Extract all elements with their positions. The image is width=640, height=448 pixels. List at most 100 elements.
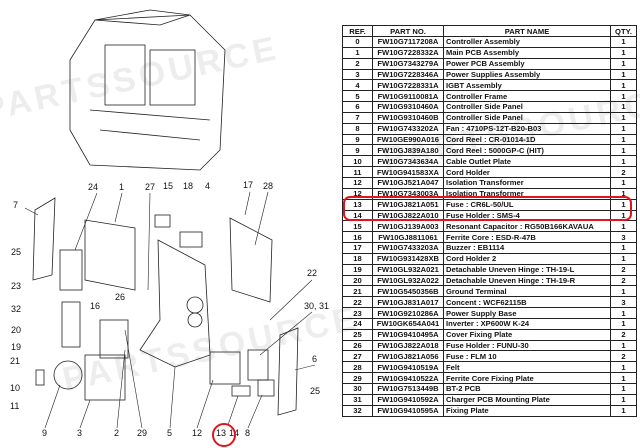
cell-qty: 1 <box>610 242 637 254</box>
callout-label: 25 <box>11 247 22 257</box>
cell-ref: 18 <box>342 252 373 265</box>
cell-qty: 1 <box>610 220 637 233</box>
cell-part-name: Fan : 4710PS-12T-B20-B03 <box>443 122 611 135</box>
side-panel-7 <box>32 197 56 281</box>
cell-ref: 9 <box>342 133 373 146</box>
cell-part-name: Power Supply Base <box>443 307 611 319</box>
cord-reel-9 <box>53 360 83 390</box>
cell-ref: 0 <box>342 36 373 48</box>
cell-qty: 1 <box>610 46 637 59</box>
cell-qty: 2 <box>610 328 637 341</box>
cell-qty: 1 <box>610 393 637 406</box>
cell-part-no: FW10G5450356B <box>372 285 444 298</box>
cell-part-no: FW10G7117208A <box>372 36 444 48</box>
cell-ref: 19 <box>342 263 373 276</box>
callout-label: 12 <box>192 428 203 438</box>
header-qty: QTY. <box>610 25 637 37</box>
cell-part-no: FW10G7343634A <box>372 155 444 168</box>
cell-qty: 3 <box>610 231 637 244</box>
cell-part-name: Power Supplies Assembly <box>443 68 611 81</box>
cell-part-name: Buzzer : EB1114 <box>443 242 611 254</box>
side-panel-6 <box>277 327 299 416</box>
cell-qty: 1 <box>610 187 637 200</box>
cell-qty: 2 <box>610 274 637 287</box>
callout-label: 17 <box>243 180 254 190</box>
callout-label: 3 <box>77 428 83 438</box>
cell-part-no: FW10G9410592A <box>372 393 444 406</box>
cell-ref: 28 <box>342 361 373 374</box>
cell-part-no: FW10G7433203A <box>372 242 444 254</box>
cell-ref: 16 <box>342 231 373 244</box>
cell-qty: 1 <box>610 307 637 319</box>
callout-label: 27 <box>145 182 156 192</box>
callout-label: 5 <box>167 428 173 438</box>
cell-qty: 1 <box>610 176 637 189</box>
cell-qty: 1 <box>610 252 637 265</box>
cell-part-name: Ground Terminal <box>443 285 611 298</box>
header-part-no: PART NO. <box>372 25 444 37</box>
callout-label: 11 <box>10 401 20 411</box>
cell-ref: 5 <box>342 90 373 103</box>
cell-part-name: Charger PCB Mounting Plate <box>443 393 611 406</box>
cell-part-no: FW10G9110081A <box>372 90 444 103</box>
cell-ref: 12 <box>342 176 373 189</box>
cell-part-name: Felt <box>443 361 611 374</box>
cell-part-no: FW10GK654A041 <box>372 317 444 330</box>
cell-part-no: FW10GL932A022 <box>372 274 444 287</box>
cell-part-no: FW10G7228331A <box>372 79 444 92</box>
callout-label: 2 <box>114 428 120 438</box>
cell-qty: 1 <box>610 57 637 70</box>
cell-ref: 23 <box>342 307 373 319</box>
cell-part-name: Fuse : FLM 10 <box>443 350 611 363</box>
cell-qty: 1 <box>610 122 637 135</box>
fuse-13 <box>231 385 251 397</box>
cell-part-name: Fixing Plate <box>443 404 611 417</box>
igbt-4 <box>179 231 203 248</box>
cell-qty: 1 <box>610 36 637 48</box>
cell-ref: 6 <box>342 101 373 113</box>
cell-part-no: FW10G9410595A <box>372 404 444 417</box>
cell-ref: 22 <box>342 296 373 309</box>
cell-part-no: FW10G931428XB <box>372 252 444 265</box>
callout-label: 21 <box>10 356 21 366</box>
cell-part-name: Cord Holder <box>443 166 611 178</box>
cell-qty: 1 <box>610 285 637 298</box>
cell-part-name: IGBT Assembly <box>443 79 611 92</box>
cell-ref: 2 <box>342 57 373 70</box>
callout-label: 22 <box>307 268 318 278</box>
cell-qty: 3 <box>610 296 637 309</box>
callout-label: 9 <box>42 428 48 438</box>
cell-ref: 32 <box>342 404 373 417</box>
cell-qty: 2 <box>610 263 637 276</box>
cell-qty: 1 <box>610 198 637 211</box>
cell-qty: 1 <box>610 339 637 352</box>
callout-label: 29 <box>137 428 148 438</box>
main-pcb-1 <box>84 219 136 291</box>
cell-qty: 2 <box>610 166 637 178</box>
cell-part-name: Resonant Capacitor : RG50B166KAVAUA <box>443 220 611 233</box>
cell-part-name: Detachable Uneven Hinge : TH-19-L <box>443 263 611 276</box>
callout-label: 23 <box>11 281 22 291</box>
callout-label: 6 <box>312 354 318 364</box>
callout-label: 19 <box>11 342 22 352</box>
callout-label: 15 <box>163 181 174 191</box>
callout-label: 7 <box>13 200 19 210</box>
cell-qty: 1 <box>610 372 637 384</box>
